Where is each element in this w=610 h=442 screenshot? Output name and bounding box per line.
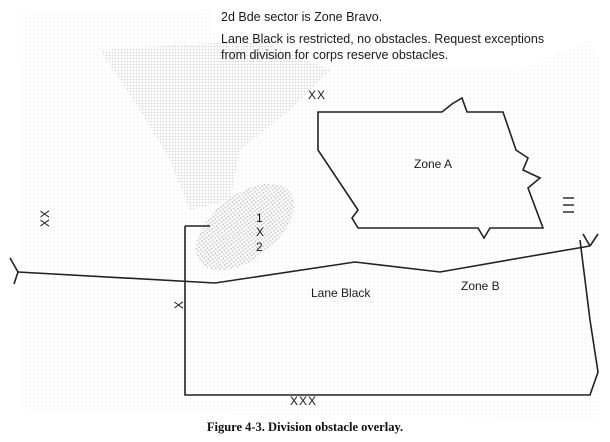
division-boundary-left-label: XX [38,208,53,228]
zone-b-boundary [184,226,599,396]
lane-end-right [582,233,599,247]
zone-a-boundary [317,96,545,240]
brigade-number-bottom: 2 [256,240,263,254]
lane-black-line [17,245,591,284]
boundary-tick-marks [563,197,574,213]
lane-black-label: Lane Black [311,286,371,300]
brigade-boundary-label: X [172,300,187,310]
lane-restriction-note: Lane Black is restricted, no obstacles. … [221,32,545,62]
brigade-number-top: 1 [256,211,263,225]
division-boundary-top-label: XX [308,88,327,102]
zone-b-label: Zone B [461,279,500,293]
zone-a-label: Zone A [414,157,453,171]
brigade-assembly-area [195,183,295,271]
corps-boundary-bottom-label: XXX [290,394,318,408]
brigade-echelon-symbol: X [256,225,265,239]
figure-caption: Figure 4-3. Division obstacle overlay. [206,420,404,434]
lane-end-left [9,257,19,285]
terrain-ridge [100,40,330,210]
sector-note: 2d Bde sector is Zone Bravo. [221,10,383,24]
